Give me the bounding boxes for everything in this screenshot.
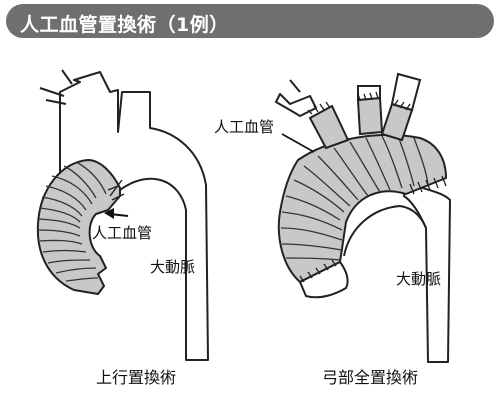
- title-bar: 人工血管置換術（1例）: [6, 4, 494, 38]
- left-graft-ridges: [38, 161, 107, 282]
- right-caption: 弓部全置換術: [322, 368, 418, 387]
- right-graft-branch-2: [356, 96, 384, 136]
- right-diagram: 人工血管 大動脈 弓部全置換術: [214, 72, 451, 387]
- right-aorta-label: 大動脈: [396, 270, 441, 288]
- right-graft-branch-1: [308, 104, 350, 150]
- right-graft-ridges: [280, 135, 429, 261]
- page-title: 人工血管置換術（1例）: [20, 14, 229, 36]
- left-diagram: 人工血管 大動脈 上行置換術: [36, 69, 209, 387]
- left-graft-label: 人工血管: [92, 224, 152, 242]
- right-graft-label: 人工血管: [214, 118, 274, 136]
- left-aorta: [59, 71, 209, 361]
- left-caption: 上行置換術: [96, 368, 176, 387]
- left-aorta-label: 大動脈: [150, 258, 195, 276]
- right-sutures: [299, 91, 447, 283]
